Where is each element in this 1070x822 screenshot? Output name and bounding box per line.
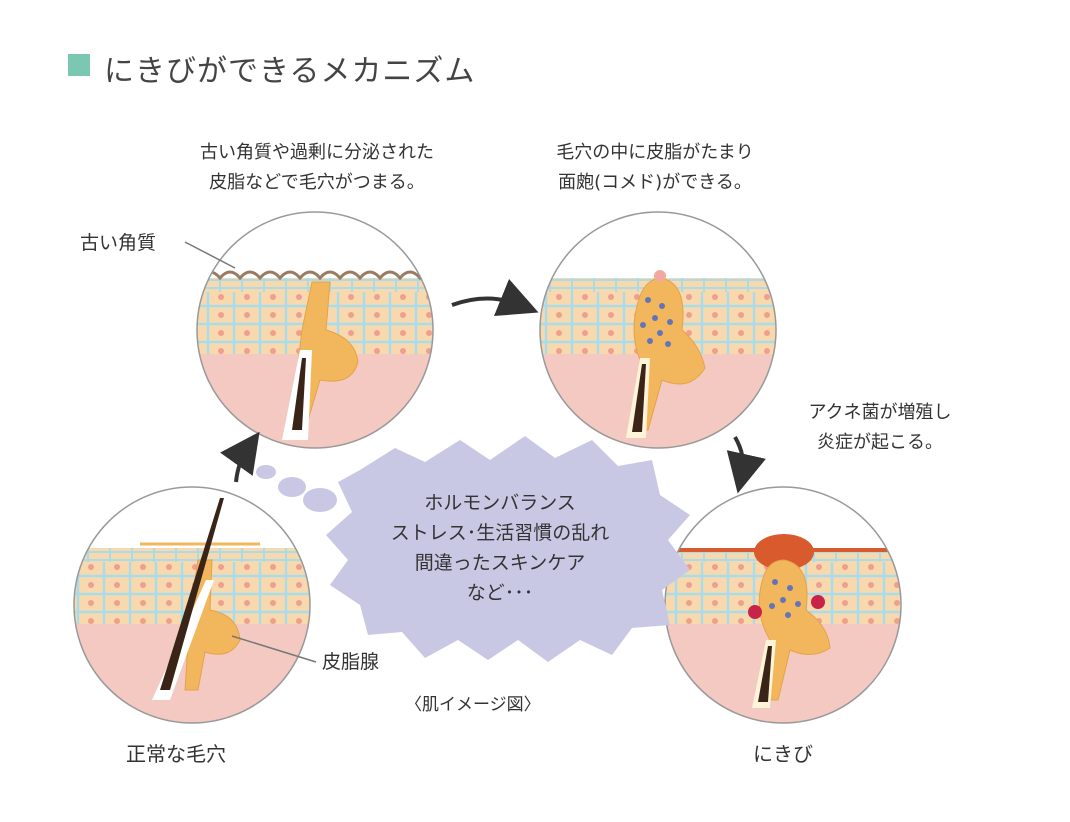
sebaceous-gland-leader-line (231, 635, 317, 663)
arrow-normal-to-clog (220, 431, 260, 483)
cause-cloud (326, 436, 690, 662)
stage-clogged-pore-circle (196, 211, 434, 449)
page-title: にきびができるメカニズム (104, 54, 476, 89)
image-note: 〈肌イメージ図〉 (405, 695, 541, 715)
caption-acne-bacteria: アクネ菌が増殖し 炎症が起こる。 (808, 402, 952, 453)
label-old-keratin: 古い角質 (80, 232, 157, 254)
stage-acne-circle (664, 486, 902, 724)
caption-pore-clog: 古い角質や過剰に分泌された 皮脂などで毛穴がつまる。 (200, 142, 434, 193)
label-sebaceous-gland: 皮脂腺 (322, 651, 380, 673)
arrow-clog-to-comedo (451, 278, 539, 317)
stage-label-normal: 正常な毛穴 (126, 742, 226, 766)
caption-comedo: 毛穴の中に皮脂がたまり 面皰(コメド)ができる。 (556, 142, 754, 193)
arrow-comedo-to-acne (726, 435, 766, 494)
stage-comedo-circle (539, 211, 777, 449)
cloud-causes-text: ホルモンバランス ストレス･生活習慣の乱れ 間違ったスキンケア など･･･ (390, 492, 610, 604)
stage-normal-pore-circle (73, 486, 311, 724)
thought-bubbles (256, 465, 337, 512)
old-keratin-leader-line (184, 241, 236, 269)
title-square-icon (68, 54, 90, 76)
stage-label-acne: にきび (753, 742, 813, 766)
